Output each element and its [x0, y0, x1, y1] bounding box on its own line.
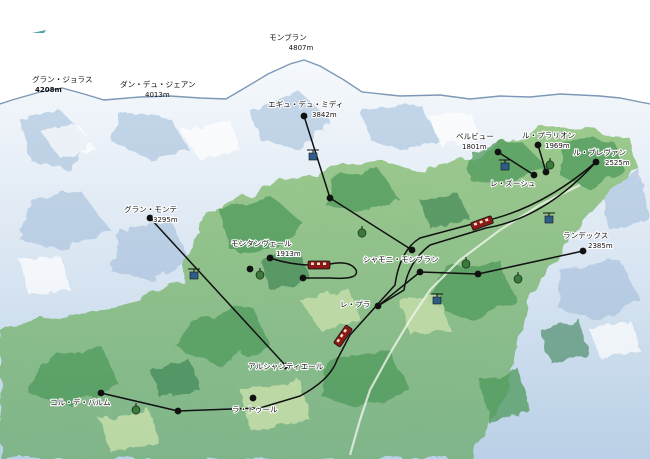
station-name-aiguille-du-midi: エギュ・デュ・ミディ [268, 99, 343, 109]
mountain-train-icon [470, 215, 494, 231]
transport-routes [100, 115, 597, 412]
station-altitude-montenvers: 1913m [276, 250, 301, 258]
cable-car-icon [431, 293, 443, 305]
station-name-col-de-balme: コル・デ・バルム [50, 397, 111, 407]
route-valley-railway [100, 161, 597, 412]
station-dot-icon [282, 362, 290, 370]
station-dot-icon [246, 265, 254, 273]
station-dot-icon [542, 168, 550, 176]
cable-car-icon [188, 268, 200, 280]
station-dot-icon [494, 148, 502, 156]
station-name-le-prarion: ル・プラリオン [522, 131, 575, 140]
peak-altitude-mont-blanc: 4807m [289, 44, 314, 52]
gondola-icon [131, 403, 141, 415]
gondola-icon [513, 272, 523, 284]
station-name-flegere: ランデックス [563, 230, 608, 240]
station-dot-icon [326, 194, 334, 202]
station-labels: エギュ・デュ・ミディ 3842m グラン・モンテ 3295m モンタンヴェール … [49, 98, 631, 415]
cable-car-icon [307, 149, 319, 161]
station-dot-icon [146, 214, 154, 222]
gondola-icon [255, 268, 265, 280]
station-dot-icon [174, 407, 182, 415]
station-name-le-tour: ラ・トゥール [232, 405, 278, 414]
station-dot-icon [592, 158, 600, 166]
station-name-chamonix: シャモニ・モンブラン [363, 254, 439, 264]
peak-labels: モンブラン 4807m グラン・ジョラス 4208m ダン・デュ・ジェアン 40… [32, 32, 313, 99]
peak-altitude-dent-du-geant: 4013m [145, 91, 170, 99]
mountain-train-icon [307, 260, 331, 270]
station-altitude-grands-montets: 3295m [153, 216, 178, 224]
station-name-grands-montets: グラン・モンテ [124, 204, 177, 214]
station-dot-icon [530, 171, 538, 179]
route-flegere [377, 250, 584, 307]
cable-car-icon [543, 212, 555, 224]
gondola-icon [545, 158, 555, 170]
route-montenvers-train [269, 257, 358, 280]
station-dot-icon [97, 389, 105, 397]
gondola-icon [357, 226, 367, 238]
route-valley-railway-2 [377, 161, 597, 307]
mountain-train-icon [333, 324, 353, 348]
station-altitude-aiguille-du-midi: 3842m [312, 111, 337, 119]
station-dot-icon [299, 274, 307, 282]
station-dot-icon [534, 141, 542, 149]
station-name-les-houches: レ・ズーシュ [490, 178, 535, 188]
peak-name-dent-du-geant: ダン・デュ・ジェアン [120, 79, 196, 89]
station-altitude-le-brevent: 2525m [605, 159, 630, 167]
station-dot-icon [408, 246, 416, 254]
station-dot-icon [374, 302, 382, 310]
cable-car-icon [499, 159, 511, 171]
route-prarion [537, 144, 547, 173]
station-altitude-flegere: 2385m [588, 242, 613, 250]
peak-name-grandes-jorasses: グラン・ジョラス [32, 74, 93, 84]
station-dot-icon [249, 394, 257, 402]
station-dot-icon [266, 254, 274, 262]
station-dot-icon [474, 270, 482, 278]
gondola-icon [461, 257, 471, 269]
peak-altitude-grandes-jorasses: 4208m [35, 86, 62, 94]
corner-arrow-icon [32, 30, 46, 33]
station-altitude-bellevue: 1801m [462, 143, 487, 151]
station-dots [97, 112, 600, 415]
station-name-argentiere: アルシャンティエール [248, 362, 324, 371]
route-grands-montets [149, 217, 287, 367]
station-name-montenvers: モンタンヴェール [231, 238, 292, 248]
station-name-les-praz: レ・プラ [340, 300, 370, 309]
lift-icons [131, 149, 555, 415]
station-altitude-le-prarion: 1969m [545, 142, 570, 150]
station-dot-icon [300, 112, 308, 120]
station-dot-icon [579, 247, 587, 255]
station-name-le-brevent: ル・ブレヴァン [573, 147, 626, 157]
station-dot-icon [416, 268, 424, 276]
peak-name-mont-blanc: モンブラン [269, 32, 307, 42]
route-bellevue [497, 151, 535, 176]
station-name-bellevue: ベルビュー [456, 132, 494, 141]
